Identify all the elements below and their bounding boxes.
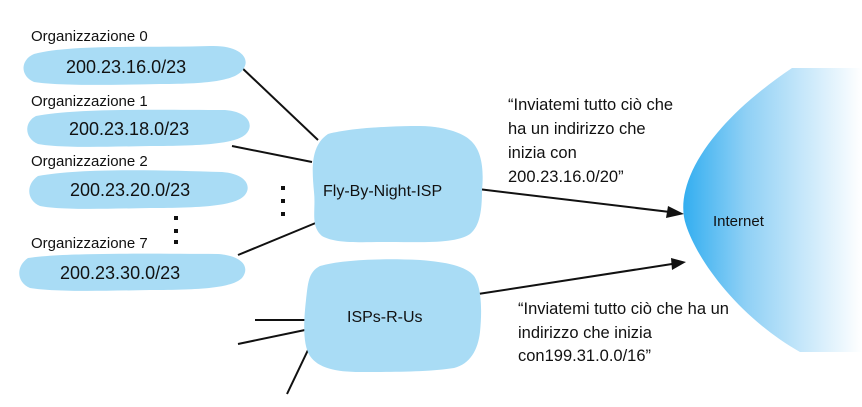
org-prefix: 200.23.30.0/23 (60, 263, 180, 283)
links (231, 65, 686, 395)
org-prefix: 200.23.20.0/23 (70, 180, 190, 200)
link-stub-3-isprus (286, 349, 309, 395)
organization-1: Organizzazione 1 200.23.18.0/23 (27, 93, 250, 147)
isp-name: Fly-By-Night-ISP (323, 183, 442, 200)
prefix-blob (19, 253, 246, 291)
prefix-blob (23, 45, 246, 85)
announcement-line: ha un indirizzo che (508, 120, 646, 138)
announcement-isps-r-us: “Inviatemi tutto ciò che ha un indirizzo… (518, 300, 729, 365)
announcement-line: indirizzo che inizia (518, 324, 653, 342)
announcement-fly-by-night: “Inviatemi tutto ciò che ha un indirizzo… (508, 96, 673, 186)
organization-2: Organizzazione 2 200.23.20.0/23 (29, 153, 248, 209)
links-ellipsis (281, 186, 285, 216)
arrowhead-icon (671, 258, 686, 270)
internet-cloud: Internet (683, 68, 862, 352)
isp-blob (312, 126, 483, 243)
announcement-line: inizia con (508, 144, 577, 162)
org-name: Organizzazione 0 (31, 28, 148, 45)
announcement-line: “Inviatemi tutto ciò che (508, 96, 673, 114)
isp-blob (304, 259, 482, 372)
link-stub-2-isprus (237, 329, 306, 345)
prefix-blob (27, 109, 250, 147)
org-name: Organizzazione 2 (31, 153, 148, 170)
link-org1-flybynight (231, 145, 313, 163)
link-org7-flybynight (237, 221, 319, 256)
announcement-line: 200.23.16.0/20” (508, 168, 624, 186)
org-name: Organizzazione 1 (31, 93, 148, 110)
link-org0-flybynight (239, 65, 319, 141)
organization-7: Organizzazione 7 200.23.30.0/23 (19, 235, 246, 291)
announcement-line: con199.31.0.0/16” (518, 347, 651, 365)
link-flybynight-internet (477, 188, 684, 218)
prefix-blob (29, 170, 248, 209)
isp-name: ISPs-R-Us (347, 309, 423, 326)
organizations-ellipsis (174, 216, 178, 244)
announcement-line: “Inviatemi tutto ciò che ha un (518, 300, 729, 318)
org-prefix: 200.23.16.0/23 (66, 57, 186, 77)
arrowhead-icon (666, 206, 684, 218)
internet-label: Internet (713, 213, 765, 230)
org-name: Organizzazione 7 (31, 235, 148, 252)
link-isprus-internet (477, 258, 686, 295)
internet-cloud-shape (683, 68, 862, 352)
isps-r-us: ISPs-R-Us (304, 259, 482, 372)
org-prefix: 200.23.18.0/23 (69, 119, 189, 139)
organization-0: Organizzazione 0 200.23.16.0/23 (23, 28, 246, 85)
fly-by-night-isp: Fly-By-Night-ISP (312, 126, 483, 243)
